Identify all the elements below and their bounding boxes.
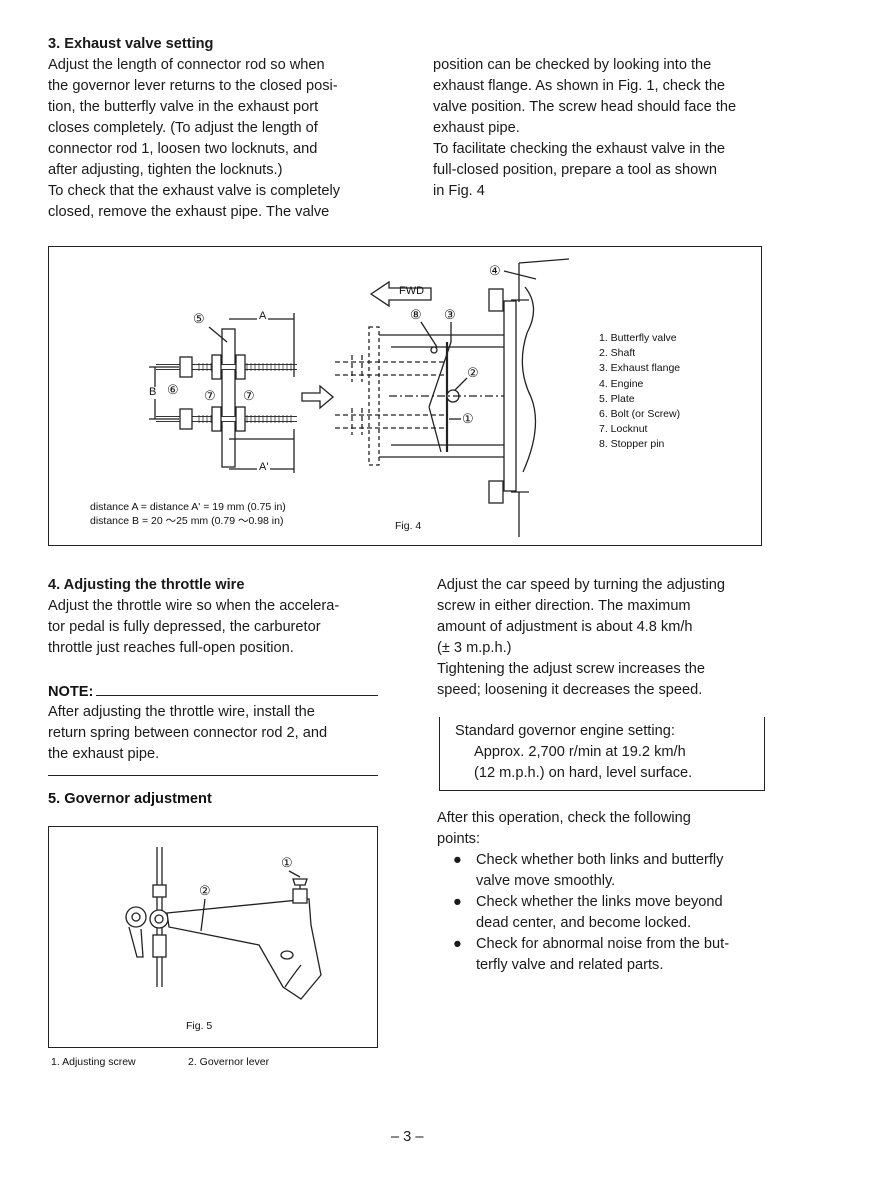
- after-operation-text: After this operation, check the followin…: [437, 808, 765, 850]
- text-line: throttle just reaches full-open position…: [48, 640, 294, 656]
- legend-item: 2. Shaft: [599, 347, 636, 360]
- section-3-left-column: 3. Exhaust valve setting Adjust the leng…: [48, 34, 380, 223]
- text-line: Check whether both links and butterfly: [476, 852, 724, 868]
- section-3-heading: 3. Exhaust valve setting: [48, 36, 214, 52]
- text-line: valve position. The screw head should fa…: [433, 99, 737, 115]
- text-line: the exhaust pipe.: [48, 746, 160, 762]
- figure-4-box: A A' B FWD ⑤ ⑥ ⑦ ⑦ ⑧ ③ ② ① ④ 1. Butterfl…: [48, 246, 762, 546]
- text-line: connector rod 1, loosen two locknuts, an…: [48, 141, 318, 157]
- text-line: amount of adjustment is about 4.8 km/h: [437, 619, 693, 635]
- text-line: tion, the butterfly valve in the exhaust…: [48, 99, 319, 115]
- legend-item: 7. Locknut: [599, 423, 648, 436]
- text-line: After this operation, check the followin…: [437, 810, 691, 826]
- text-line: points:: [437, 831, 480, 847]
- callout-1: ①: [462, 411, 474, 426]
- standard-setting-condition: (12 m.p.h.) on hard, level surface.: [474, 765, 693, 781]
- legend-item: 3. Exhaust flange: [599, 362, 681, 375]
- page-number: – 3 –: [391, 1129, 424, 1145]
- section-4-heading: 4. Adjusting the throttle wire: [48, 577, 245, 593]
- text-line: screw in either direction. The maximum: [437, 598, 691, 614]
- text-line: To facilitate checking the exhaust valve…: [433, 141, 726, 157]
- text-line: the governor lever returns to the closed…: [48, 78, 338, 94]
- distance-b-note: distance B = 20 ～25 mm (0.79 ～0.98 in): [90, 515, 284, 527]
- text-line: exhaust flange. As shown in Fig. 1, chec…: [433, 78, 726, 94]
- dimension-b-label: B: [149, 386, 157, 398]
- text-line: speed; loosening it decreases the speed.: [437, 682, 703, 698]
- text-line: valve move smoothly.: [476, 873, 616, 889]
- text-line: After adjusting the throttle wire, insta…: [48, 704, 315, 720]
- text-line: terfly valve and related parts.: [476, 957, 664, 973]
- text-line: return spring between connector rod 2, a…: [48, 725, 328, 741]
- note-block: NOTE: After adjusting the throttle wire,…: [48, 680, 378, 776]
- plate-shape: [221, 328, 236, 468]
- dimension-a-prime-label: A': [257, 461, 271, 473]
- figure-4-legend: 1. Butterfly valve 2. Shaft 3. Exhaust f…: [599, 331, 680, 453]
- text-line: Adjust the length of connector rod so wh…: [48, 57, 325, 73]
- text-line: dead center, and become locked.: [476, 915, 692, 931]
- text-line: tor pedal is fully depressed, the carbur…: [48, 619, 321, 635]
- figure-5-caption: Fig. 5: [186, 1020, 213, 1032]
- figure-4-drawing: [149, 258, 570, 537]
- callout-2: ②: [467, 365, 479, 380]
- text-line: after adjusting, tighten the locknuts.): [48, 162, 283, 178]
- text-line: Check whether the links move beyond: [476, 894, 723, 910]
- callout-4: ④: [489, 263, 501, 278]
- callout-5: ⑤: [193, 311, 205, 326]
- text-line: in Fig. 4: [433, 183, 485, 199]
- list-item: ● Check whether both links and butterfly…: [440, 850, 766, 892]
- legend-item: 5. Plate: [599, 392, 635, 405]
- bullet-icon: ●: [453, 936, 462, 952]
- text-line: closes completely. (To adjust the length…: [48, 120, 318, 136]
- callout-7a: ⑦: [204, 388, 216, 403]
- dimension-a-label: A: [257, 310, 269, 322]
- figure-5-drawing: [125, 847, 322, 1000]
- text-line: To check that the exhaust valve is compl…: [48, 183, 341, 199]
- standard-setting-box: Standard governor engine setting: Approx…: [439, 717, 765, 791]
- text-line: (± 3 m.p.h.): [437, 640, 512, 656]
- text-line: exhaust pipe.: [433, 120, 520, 136]
- text-line: closed, remove the exhaust pipe. The val…: [48, 204, 330, 220]
- fwd-label: FWD: [399, 285, 425, 297]
- note-header: NOTE:: [48, 680, 378, 700]
- section-3-right-column: position can be checked by looking into …: [433, 55, 761, 202]
- list-item: ● Check whether the links move beyond de…: [440, 892, 766, 934]
- figure-5-box: ① ② Fig. 5: [48, 826, 378, 1048]
- standard-setting-title: Standard governor engine setting:: [455, 723, 675, 739]
- distance-a-note: distance A = distance A' = 19 mm (0.75 i…: [90, 501, 286, 513]
- bullet-icon: ●: [453, 852, 462, 868]
- figure-5-legend-1: 1. Adjusting screw: [51, 1056, 136, 1068]
- legend-item: 4. Engine: [599, 377, 644, 390]
- callout-2: ②: [199, 883, 211, 898]
- text-line: Adjust the car speed by turning the adju…: [437, 577, 726, 593]
- text-line: position can be checked by looking into …: [433, 57, 712, 73]
- figure-5-legend-2: 2. Governor lever: [188, 1056, 270, 1068]
- note-body: After adjusting the throttle wire, insta…: [48, 702, 378, 765]
- text-line: full-closed position, prepare a tool as …: [433, 162, 717, 178]
- callout-1: ①: [281, 855, 293, 870]
- legend-item: 1. Butterfly valve: [599, 332, 677, 344]
- text-line: Check for abnormal noise from the but-: [476, 936, 730, 952]
- text-line: Tightening the adjust screw increases th…: [437, 661, 705, 677]
- list-item: ● Check for abnormal noise from the but-…: [440, 934, 766, 976]
- callout-8: ⑧: [410, 307, 422, 322]
- callout-6: ⑥: [167, 382, 179, 397]
- note-title: NOTE:: [48, 684, 94, 700]
- note-end-rule: [48, 775, 378, 776]
- callout-3: ③: [444, 307, 456, 322]
- text-line: Adjust the throttle wire so when the acc…: [48, 598, 340, 614]
- speed-adjust-text: Adjust the car speed by turning the adju…: [437, 575, 765, 701]
- bullet-icon: ●: [453, 894, 462, 910]
- note-rule: [96, 695, 378, 696]
- standard-setting-value: Approx. 2,700 r/min at 19.2 km/h: [474, 744, 686, 760]
- callout-7b: ⑦: [243, 388, 255, 403]
- section-5-heading: 5. Governor adjustment: [48, 791, 212, 807]
- figure-4-caption: Fig. 4: [395, 520, 422, 532]
- legend-item: 6. Bolt (or Screw): [599, 408, 681, 421]
- check-list: ● Check whether both links and butterfly…: [440, 850, 766, 976]
- legend-item: 8. Stopper pin: [599, 438, 665, 451]
- section-4: 4. Adjusting the throttle wire Adjust th…: [48, 575, 380, 659]
